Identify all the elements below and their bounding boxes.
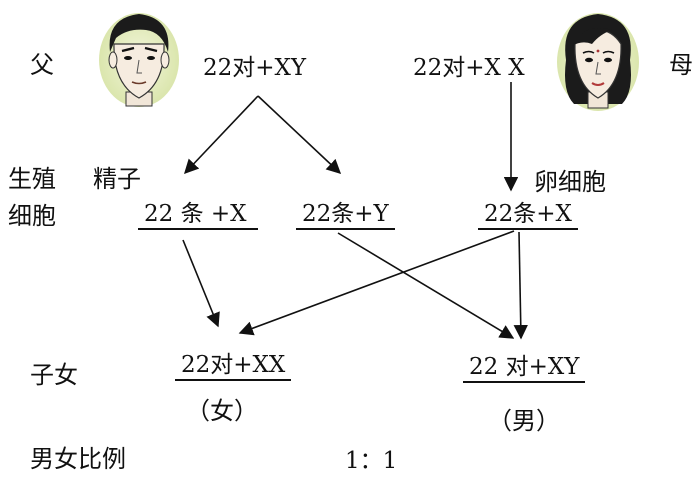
father-genotype: 22对+XY bbox=[203, 55, 307, 81]
arrow-father-to-sperm-x bbox=[184, 95, 259, 175]
sperm-label: 精子 bbox=[93, 165, 141, 193]
daughter-genotype: 22对+XX bbox=[175, 354, 292, 381]
arrow-father-to-sperm-y bbox=[257, 95, 342, 174]
egg-label: 卵细胞 bbox=[534, 168, 606, 196]
egg-x-genotype: 22条+X bbox=[478, 203, 578, 230]
sperm-y-genotype: 22条+Y bbox=[296, 203, 395, 230]
germ-cells-label-line2: 细胞 bbox=[8, 202, 56, 230]
male-face-icon bbox=[99, 13, 179, 107]
father-label: 父 bbox=[30, 51, 54, 79]
offspring-label: 子女 bbox=[30, 361, 78, 389]
arrow-egg-to-daughter bbox=[238, 230, 515, 336]
germ-cells-label-line1: 生殖 bbox=[8, 165, 56, 193]
mother-genotype: 22对+X X bbox=[413, 55, 525, 81]
arrow-sperm-y-to-son bbox=[337, 232, 515, 339]
female-face-icon bbox=[557, 13, 639, 111]
arrow-sperm-x-to-daughter bbox=[182, 239, 220, 328]
mother-label: 母 bbox=[669, 51, 693, 79]
son-sex: （男） bbox=[488, 407, 560, 435]
sperm-x-genotype: 22 条 +X bbox=[138, 203, 258, 230]
ratio-value: 1：1 bbox=[345, 448, 398, 474]
arrow-egg-to-son bbox=[513, 231, 528, 340]
daughter-sex: （女） bbox=[186, 397, 258, 425]
son-genotype: 22 对+XY bbox=[463, 356, 586, 383]
ratio-label: 男女比例 bbox=[30, 445, 126, 473]
